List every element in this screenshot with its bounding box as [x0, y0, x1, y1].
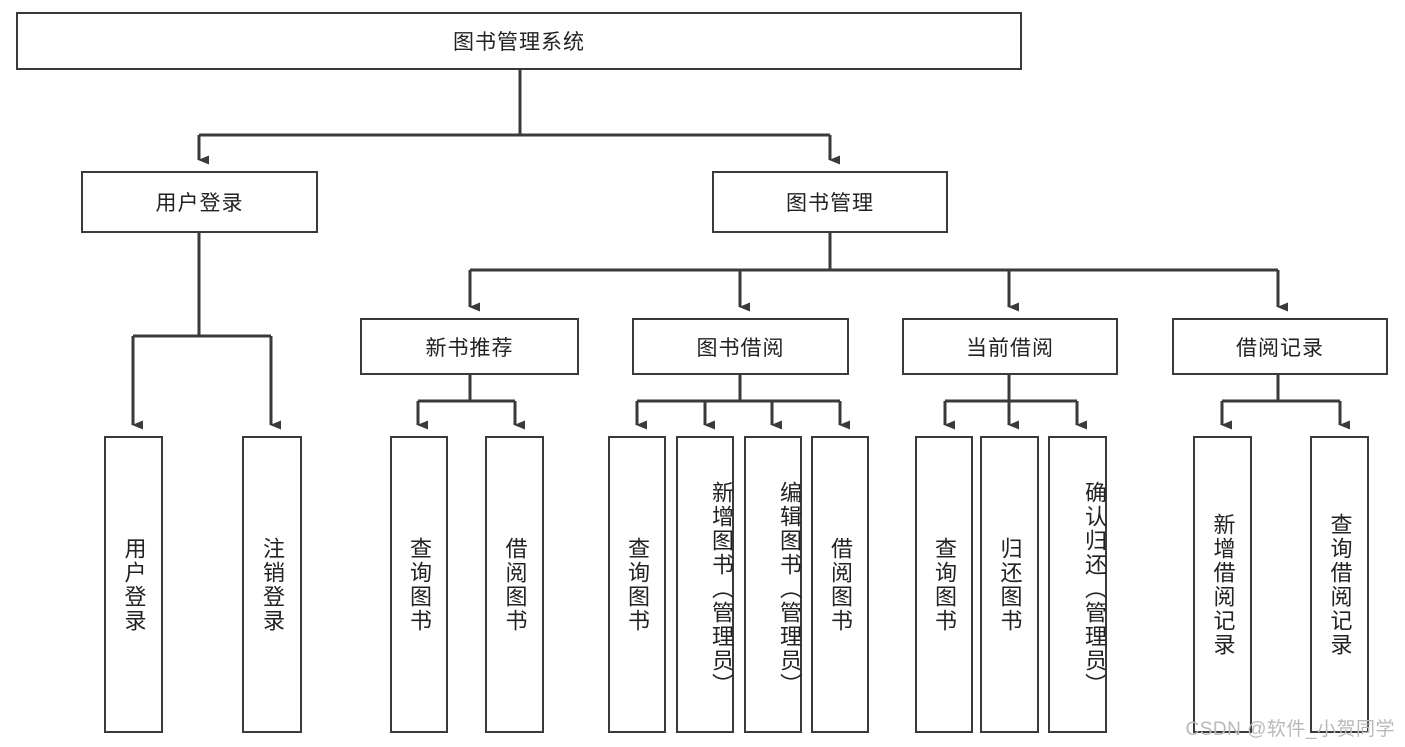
node-user-login[interactable]: 用户登录 [81, 171, 318, 233]
leaf-borrow-query-book[interactable]: 查询图书 [608, 436, 666, 733]
node-borrow-record[interactable]: 借阅记录 [1172, 318, 1388, 375]
node-new-book-recommend[interactable]: 新书推荐 [360, 318, 579, 375]
watermark: CSDN @软件_小贺同学 [1185, 719, 1395, 740]
leaf-new-book-borrow[interactable]: 借阅图书 [485, 436, 544, 733]
leaf-user-login-signin[interactable]: 用户登录 [104, 436, 163, 733]
leaf-current-return-book-label: 归还图书 [997, 536, 1023, 633]
node-book-borrow[interactable]: 图书借阅 [632, 318, 849, 375]
leaf-current-confirm-return[interactable]: 确认归还（管理员） [1048, 436, 1107, 733]
leaf-new-book-query-label: 查询图书 [407, 536, 432, 633]
leaf-borrow-edit-book-label: 编辑图书（管理员） [777, 480, 802, 697]
node-current-borrow-label: 当前借阅 [966, 336, 1054, 360]
leaf-current-query-book-label: 查询图书 [932, 536, 957, 633]
leaf-record-query-label: 查询借阅记录 [1327, 512, 1353, 657]
leaf-borrow-edit-book[interactable]: 编辑图书（管理员） [744, 436, 802, 733]
node-root[interactable]: 图书管理系统 [16, 12, 1022, 70]
leaf-new-book-query[interactable]: 查询图书 [390, 436, 448, 733]
leaf-record-query[interactable]: 查询借阅记录 [1310, 436, 1369, 733]
leaf-borrow-add-book-label: 新增图书（管理员） [709, 480, 734, 697]
node-borrow-record-label: 借阅记录 [1236, 336, 1324, 360]
leaf-borrow-borrow-book-label: 借阅图书 [828, 536, 853, 633]
leaf-borrow-add-book[interactable]: 新增图书（管理员） [676, 436, 734, 733]
leaf-user-login-signout-label: 注销登录 [260, 536, 285, 633]
node-book-management-label: 图书管理 [786, 192, 874, 215]
node-root-label: 图书管理系统 [453, 31, 585, 54]
node-new-book-recommend-label: 新书推荐 [425, 336, 514, 360]
leaf-user-login-signout[interactable]: 注销登录 [242, 436, 302, 733]
leaf-current-confirm-return-label: 确认归还（管理员） [1082, 480, 1107, 697]
leaf-record-add[interactable]: 新增借阅记录 [1193, 436, 1252, 733]
leaf-borrow-query-book-label: 查询图书 [625, 536, 650, 633]
leaf-current-return-book[interactable]: 归还图书 [980, 436, 1039, 733]
leaf-new-book-borrow-label: 借阅图书 [502, 536, 528, 633]
leaf-borrow-borrow-book[interactable]: 借阅图书 [811, 436, 869, 733]
node-current-borrow[interactable]: 当前借阅 [902, 318, 1118, 375]
node-book-borrow-label: 图书借阅 [696, 336, 785, 360]
leaf-current-query-book[interactable]: 查询图书 [915, 436, 973, 733]
node-book-management[interactable]: 图书管理 [712, 171, 948, 233]
leaf-user-login-signin-label: 用户登录 [121, 536, 147, 633]
node-user-login-label: 用户登录 [155, 192, 244, 215]
leaf-record-add-label: 新增借阅记录 [1210, 512, 1236, 657]
